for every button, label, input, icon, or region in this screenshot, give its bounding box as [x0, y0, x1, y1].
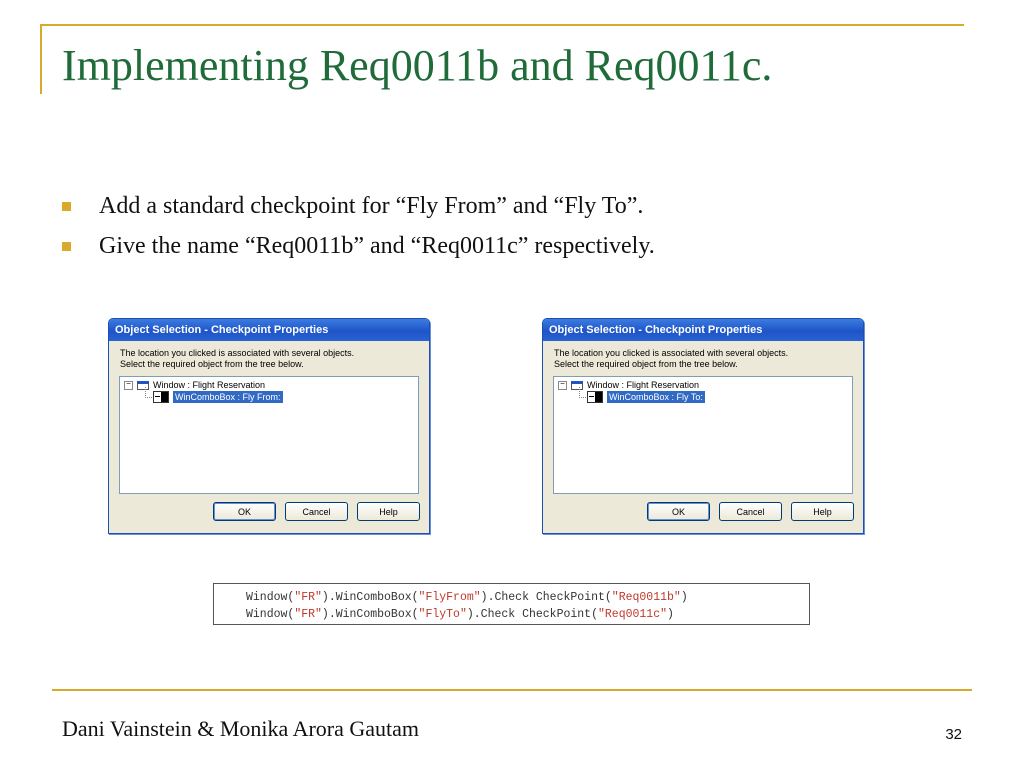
- window-icon: [137, 380, 149, 390]
- dialog-title-bar[interactable]: Object Selection - Checkpoint Properties: [109, 319, 429, 341]
- code-token: ).Check CheckPoint(: [466, 608, 598, 621]
- code-token: ).WinComboBox(: [321, 591, 419, 604]
- dialog-message-line: Select the required object from the tree…: [120, 359, 304, 369]
- object-tree[interactable]: − Window : Flight Reservation WinComboBo…: [119, 376, 419, 494]
- dialog-buttons: OK Cancel Help: [204, 502, 420, 521]
- code-line: Window("FR").WinComboBox("FlyFrom").Chec…: [246, 589, 809, 606]
- ok-button[interactable]: OK: [647, 502, 710, 521]
- bullet-text: Add a standard checkpoint for “Fly From”…: [99, 192, 644, 219]
- combobox-icon: [153, 391, 169, 403]
- dialog-title-bar[interactable]: Object Selection - Checkpoint Properties: [543, 319, 863, 341]
- dialog-message-line: The location you clicked is associated w…: [554, 348, 789, 358]
- bullet-text: Give the name “Req0011b” and “Req0011c” …: [99, 232, 655, 259]
- tree-item-label-selected[interactable]: WinComboBox : Fly From:: [173, 391, 283, 403]
- code-string: "Req0011b": [611, 591, 681, 604]
- tree-item-label-selected[interactable]: WinComboBox : Fly To:: [607, 391, 705, 403]
- window-icon: [571, 380, 583, 390]
- code-string: "FlyFrom": [418, 591, 481, 604]
- tree-item-window[interactable]: − Window : Flight Reservation: [558, 379, 699, 391]
- code-line: Window("FR").WinComboBox("FlyTo").Check …: [246, 606, 809, 623]
- left-border-line: [40, 24, 42, 94]
- tree-connector: [579, 387, 588, 398]
- bottom-border-line: [52, 689, 972, 691]
- dialog-message-line: The location you clicked is associated w…: [120, 348, 355, 358]
- bullet-square-icon: [62, 241, 71, 251]
- code-string: "FR": [294, 591, 322, 604]
- tree-item-combobox[interactable]: WinComboBox : Fly To:: [587, 391, 705, 403]
- checkpoint-dialog-fly-to: Object Selection - Checkpoint Properties…: [542, 318, 864, 534]
- code-snippet: Window("FR").WinComboBox("FlyFrom").Chec…: [213, 583, 810, 625]
- tree-item-label: Window : Flight Reservation: [587, 380, 700, 390]
- dialog-message-line: Select the required object from the tree…: [554, 359, 738, 369]
- dialog-message: The location you clicked is associated w…: [109, 341, 429, 371]
- code-token: Window(: [246, 591, 295, 604]
- code-token: ): [667, 608, 674, 621]
- code-string: "FlyTo": [418, 608, 467, 621]
- code-token: ).WinComboBox(: [321, 608, 419, 621]
- bullet-square-icon: [62, 201, 71, 211]
- code-string: "FR": [294, 608, 322, 621]
- bullet-item: Give the name “Req0011b” and “Req0011c” …: [62, 226, 655, 266]
- code-string: "Req0011c": [597, 608, 667, 621]
- tree-item-label: Window : Flight Reservation: [153, 380, 266, 390]
- bullet-item: Add a standard checkpoint for “Fly From”…: [62, 186, 655, 226]
- cancel-button[interactable]: Cancel: [285, 502, 348, 521]
- code-token: ).Check CheckPoint(: [480, 591, 612, 604]
- combobox-icon: [587, 391, 603, 403]
- object-tree[interactable]: − Window : Flight Reservation WinComboBo…: [553, 376, 853, 494]
- collapse-icon[interactable]: −: [124, 380, 133, 390]
- checkpoint-dialog-fly-from: Object Selection - Checkpoint Properties…: [108, 318, 430, 534]
- code-token: ): [680, 591, 688, 604]
- tree-item-window[interactable]: − Window : Flight Reservation: [124, 379, 265, 391]
- tree-item-combobox[interactable]: WinComboBox : Fly From:: [153, 391, 283, 403]
- footer-authors: Dani Vainstein & Monika Arora Gautam: [62, 716, 420, 741]
- help-button[interactable]: Help: [357, 502, 420, 521]
- top-border-line: [40, 24, 964, 26]
- slide-title: Implementing Req0011b and Req0011c.: [62, 41, 773, 90]
- help-button[interactable]: Help: [791, 502, 854, 521]
- page-number: 32: [945, 726, 962, 743]
- ok-button[interactable]: OK: [213, 502, 276, 521]
- collapse-icon[interactable]: −: [558, 380, 567, 390]
- code-token: Window(: [246, 608, 295, 621]
- tree-connector: [145, 387, 154, 398]
- cancel-button[interactable]: Cancel: [719, 502, 782, 521]
- dialog-message: The location you clicked is associated w…: [543, 341, 863, 371]
- bullet-list: Add a standard checkpoint for “Fly From”…: [62, 186, 655, 266]
- dialog-buttons: OK Cancel Help: [638, 502, 854, 521]
